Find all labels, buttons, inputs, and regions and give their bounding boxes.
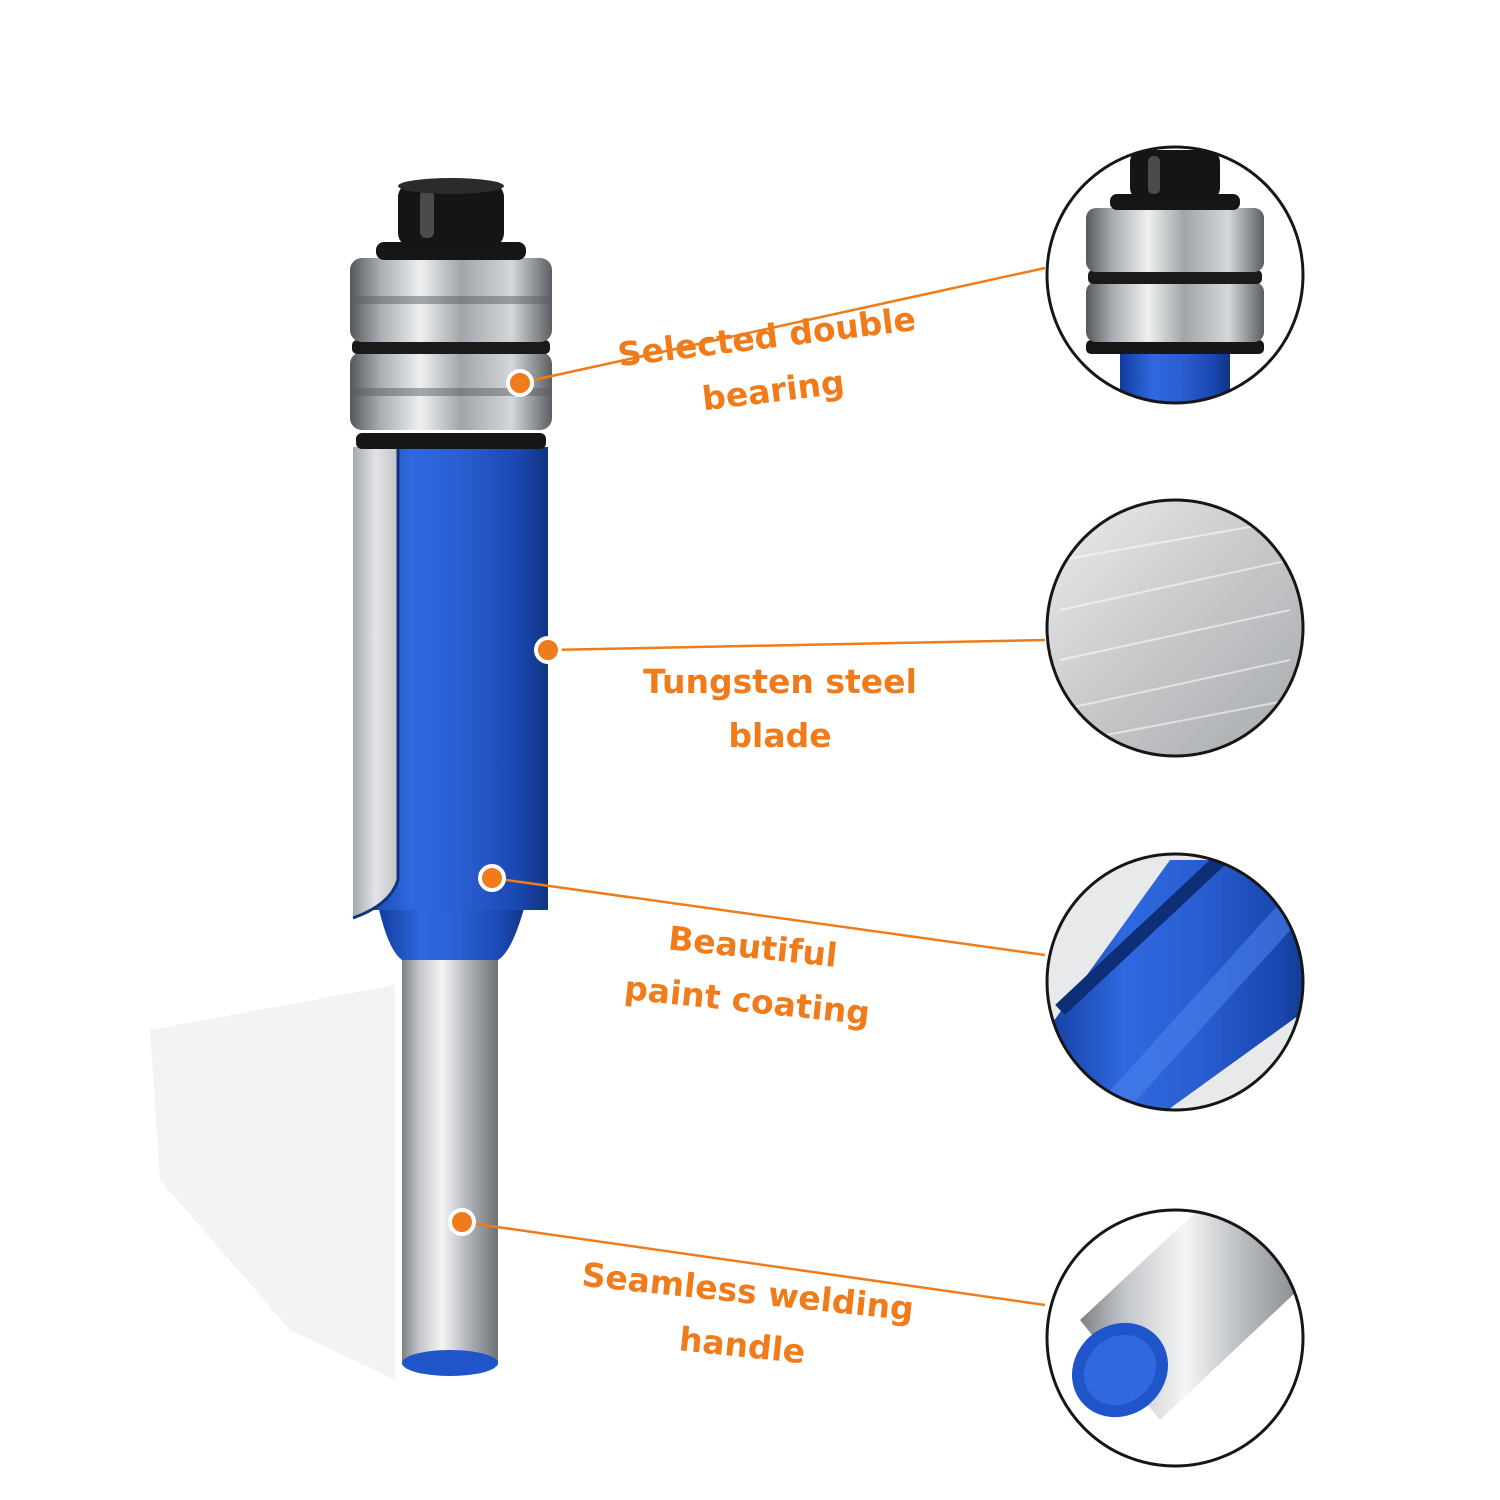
blade-label-line-1: Tungsten steel [643, 662, 917, 701]
coating-callout-dot [478, 864, 506, 892]
steel-blade-closeup-icon [1045, 498, 1305, 758]
bearing-callout-line [519, 266, 1046, 385]
bearing-callout-dot [506, 369, 534, 397]
handle-callout-dot [448, 1208, 476, 1236]
blade-callout-dot [534, 636, 562, 664]
blade-label: Tungsten steel blade [600, 655, 960, 763]
blade-callout-line [547, 638, 1046, 652]
coating-callout-line [491, 876, 1046, 957]
callout-dots [448, 369, 562, 1236]
shank-closeup-icon [1045, 1208, 1305, 1468]
blade-label-line-2: blade [728, 716, 832, 755]
handle-callout-line [461, 1220, 1046, 1307]
double-bearing-closeup-icon [1045, 145, 1305, 405]
paint-coating-closeup-icon [1045, 852, 1305, 1112]
router-bit-icon [350, 178, 552, 1376]
callout-lines [461, 266, 1046, 1307]
